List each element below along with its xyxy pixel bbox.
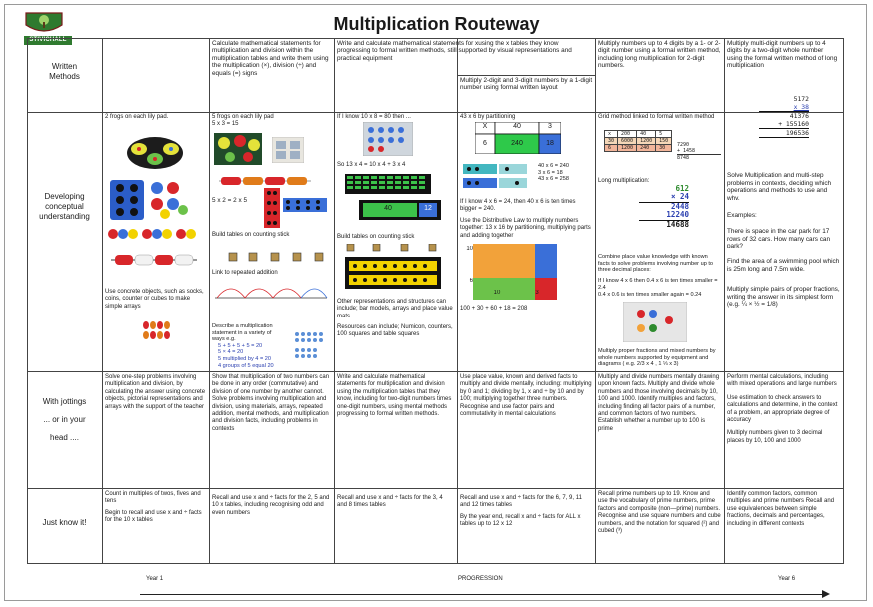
area-axis-3-bottom: 3 — [535, 290, 539, 296]
area-axis-10-left: 10 — [466, 246, 473, 252]
grid-x-header: X — [482, 123, 488, 130]
developing-y4-sums: 40 x 6 = 240 3 x 6 = 18 43 x 6 = 258 — [538, 163, 569, 183]
grid-240-cell: 240 — [511, 140, 523, 147]
numicon-row-icon — [283, 198, 327, 212]
numicon-column-icon — [264, 188, 280, 228]
frogs-five-icon — [214, 133, 262, 165]
place-value-counters-y4-icon — [463, 164, 527, 188]
bar-model-icon — [359, 200, 441, 220]
bar-model-label-12: 12 — [424, 205, 432, 212]
justknow-y5: Recall prime numbers up to 19. Know and … — [598, 491, 721, 535]
area-axis-10-bottom: 10 — [493, 290, 501, 296]
developing-y5-place: Combine place value knowledge with known… — [598, 254, 714, 274]
written-year2: Calculate mathematical statements for mu… — [212, 40, 329, 77]
coloured-cubes-icon — [108, 229, 196, 239]
developing-y5-long-label: Long multiplication: — [598, 178, 650, 184]
written-year6: Multiply multi-digit numbers up to 4 dig… — [727, 40, 838, 70]
developing-y3-so: So 13 x 4 = 10 x 4 + 3 x 4 — [337, 162, 406, 168]
counting-stick-y3-icon — [346, 244, 437, 252]
counters-array-icon — [151, 182, 188, 219]
logo-banner: STIVICHALL — [24, 36, 72, 45]
developing-y3-caption: If I know 10 x 8 = 80 then ... — [337, 114, 411, 120]
developing-y1-note: Use concrete objects, such as socks, coi… — [105, 289, 204, 310]
long-multiplication-y6: 5172 x 38 41376 + 155160 196536 — [759, 95, 809, 155]
area-model-dots-icon — [473, 244, 557, 300]
jottings-y6: Perform mental calculations, including w… — [727, 374, 838, 444]
developing-y2-link: Link to repeated addition — [212, 270, 278, 276]
grid-method-table: x 200 40 5 30 6000 1200 150 6 1200 240 3… — [603, 130, 673, 152]
frogs-lilypad-icon — [127, 137, 183, 169]
grid-18-cell: 18 — [546, 140, 554, 147]
developing-y4-distributive: Use the Distributive Law to multiply num… — [460, 218, 591, 239]
written-year4: Multiply 2-digit and 3-digit numbers by … — [460, 77, 593, 92]
egg-box-array-icon — [110, 180, 144, 220]
justknow-y1: Count in multiples of twos, fives and te… — [105, 491, 202, 524]
grid-6-header: 6 — [483, 140, 487, 147]
developing-y1-caption: 2 frogs on each lily pad. — [105, 114, 169, 120]
cube-array-photo-icon — [272, 137, 304, 163]
grid-method-sum: 7290 + 1458 8748 — [677, 142, 721, 166]
developing-y6-ex2: Find the area of a swimming pool which i… — [727, 258, 840, 273]
developing-y5-place3: 0.4 x 0.6 is ten times smaller again = 0… — [598, 292, 702, 298]
written-year3: Write and calculate mathematical stateme… — [337, 40, 572, 62]
row-label-justknow: Just know it! — [42, 518, 87, 527]
developing-y4-know: If I know 4 x 6 = 24, then 40 x 6 is ten… — [460, 199, 576, 213]
jottings-y1: Solve one-step problems involving multip… — [105, 374, 206, 410]
jottings-y4: Use place value, known and derived facts… — [460, 374, 592, 418]
footer-year6: Year 6 — [778, 576, 796, 582]
justknow-y6: Identify common factors, common multiple… — [727, 491, 835, 527]
justknow-y2: Recall and use x and ÷ facts for the 2, … — [212, 495, 330, 516]
developing-y6-ex1: There is space in the car park for 17 ro… — [727, 228, 830, 248]
page-frame — [4, 4, 867, 601]
developing-y6-solve: Solve Multiplication and multi-step prob… — [727, 172, 832, 200]
jottings-y2: Show that multiplication of two numbers … — [212, 374, 330, 432]
developing-y3-stick: Build tables on counting stick — [337, 234, 415, 240]
long-multiplication-handwritten: 612 × 24 2448 12240 14688 — [639, 185, 689, 235]
cube-rows-icon — [345, 174, 431, 194]
developing-y2-stick: Build tables on counting stick — [212, 232, 290, 238]
developing-y4-total: 100 + 30 + 60 + 18 = 208 — [460, 306, 528, 312]
developing-y5-grid-label: Grid method linked to formal written met… — [598, 114, 715, 120]
place-value-counters-icon — [345, 257, 441, 289]
bead-string-y2-icon — [219, 177, 311, 185]
developing-y4-caption: 43 x 6 by partitioning — [460, 114, 516, 120]
developing-y3-resources: Resources can include; Numicon, counters… — [337, 324, 453, 338]
counting-stick-squares-icon — [228, 252, 324, 262]
ten-frame-photo-icon — [363, 122, 413, 156]
developing-y2-describe: Describe a multiplication statement in a… — [212, 323, 274, 369]
dot-arrays-icon — [295, 332, 323, 358]
partition-grid-icon — [475, 122, 561, 154]
decimal-counters-photo-icon — [623, 302, 687, 342]
progression-arrow-icon — [822, 590, 830, 598]
justknow-y3: Recall and use x and ÷ facts for the 3, … — [337, 495, 443, 509]
developing-y5-fractions: Multiply proper fractions and mixed numb… — [598, 348, 716, 368]
socks-icon — [143, 321, 170, 339]
progression-arrow-line — [140, 594, 826, 595]
developing-y6-examples: Examples: — [727, 212, 757, 219]
developing-y2-eq2: 5 x 2 = 2 x 5 — [212, 197, 247, 204]
footer-progression: PROGRESSION — [458, 576, 503, 582]
developing-y5-place2: If I know 4 x 6 then 0.4 x 6 is ten time… — [598, 278, 718, 290]
grid-3-header: 3 — [548, 123, 552, 130]
footer-year1: Year 1 — [146, 576, 164, 582]
number-line-jumps-icon — [215, 288, 328, 299]
developing-y6-fractions: Multiply simple pairs of proper fraction… — [727, 286, 840, 309]
jottings-y5: Multiply and divide numbers mentally dra… — [598, 374, 720, 432]
justknow-y4: Recall and use x and ÷ facts for the 6, … — [460, 495, 582, 528]
area-axis-6-left: 6 — [469, 278, 473, 284]
page-title: Multiplication Routeway — [333, 14, 540, 34]
developing-y3-other: Other representations and structures can… — [337, 299, 453, 317]
bar-model-label-40: 40 — [384, 205, 392, 212]
school-logo-icon — [25, 12, 63, 32]
jottings-y3: Write and calculate mathematical stateme… — [337, 374, 452, 418]
grid-40-header: 40 — [513, 123, 521, 130]
written-year5: Multiply numbers up to 4 digits by a 1- … — [598, 40, 721, 70]
bead-string-icon — [111, 254, 197, 266]
